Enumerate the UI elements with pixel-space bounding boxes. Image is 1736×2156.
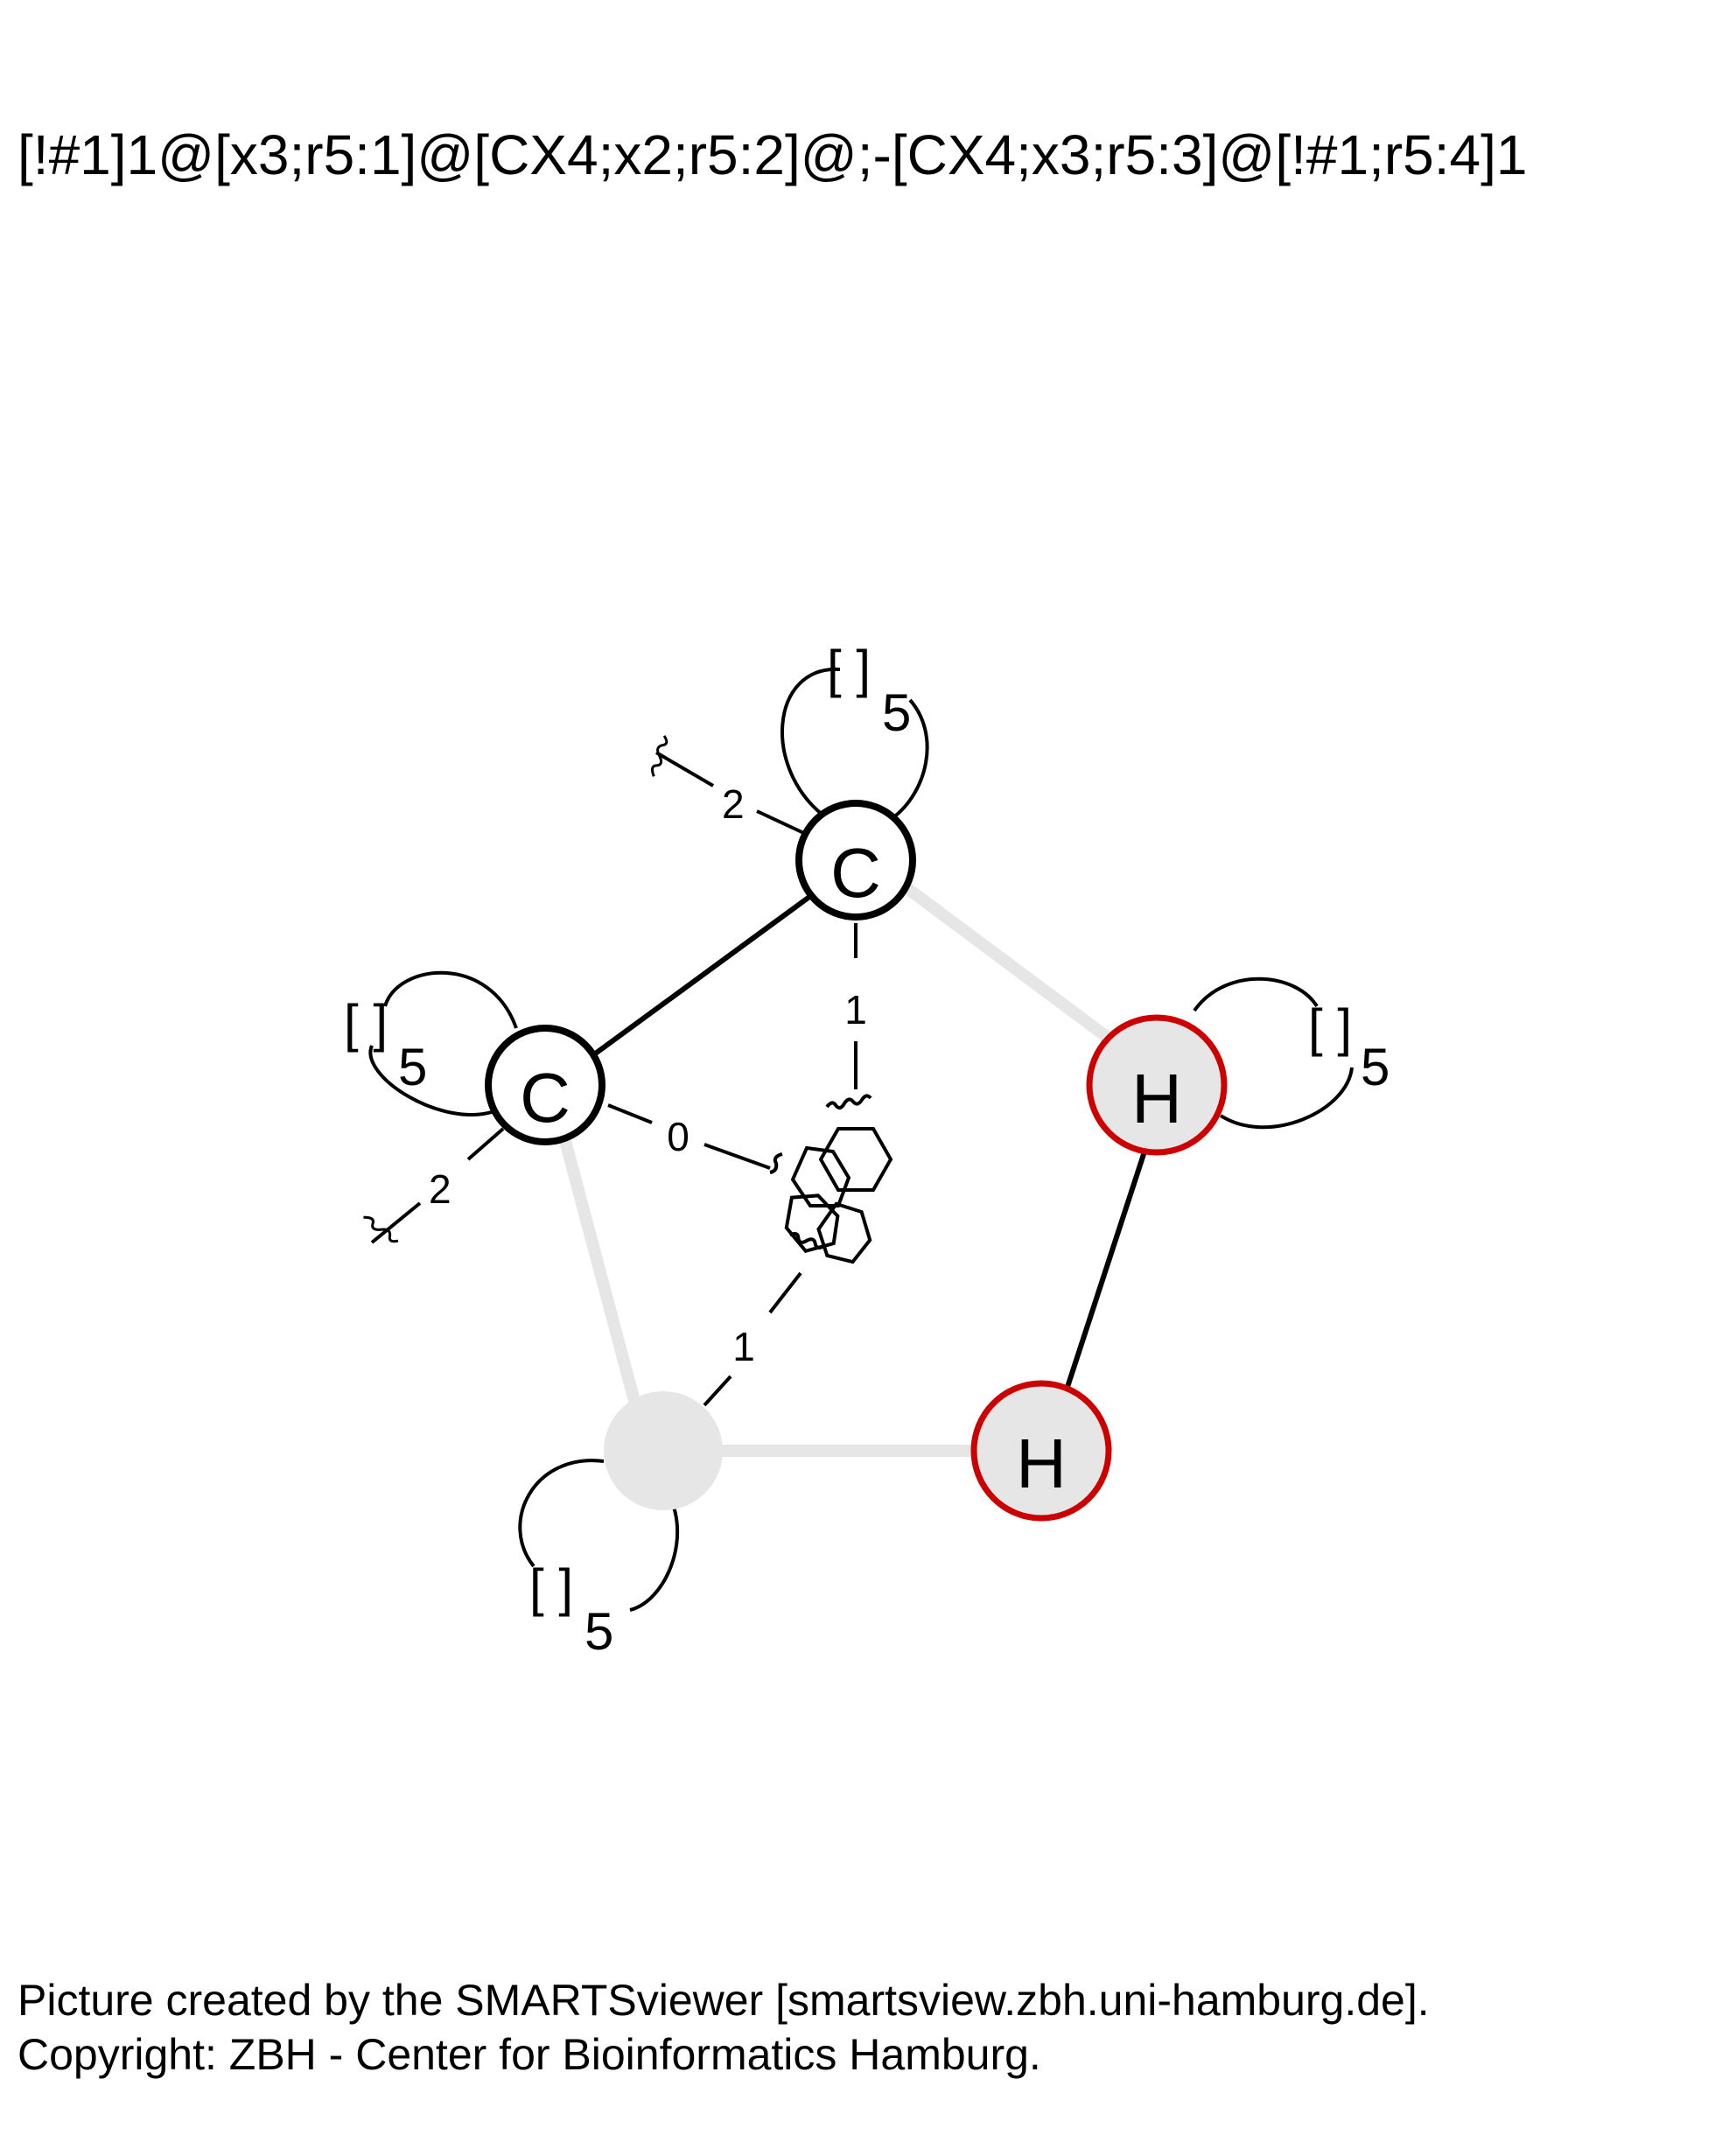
wavy-end-icon <box>769 1152 783 1174</box>
ring-loop-any-atom <box>518 1459 680 1612</box>
substituent-bond-c-left-b <box>370 1201 422 1244</box>
junction-bond-any-atom-a <box>703 1375 732 1407</box>
junction-bond-any-atom-b <box>768 1271 802 1314</box>
atom-c-top-label: C <box>830 834 881 912</box>
atom-c-left <box>485 1025 606 1145</box>
ring-size-c-left: 5 <box>398 1038 427 1096</box>
smarts-pattern: [!#1]1@[x3;r5:1]@[CX4;x2;r5:2]@;-[CX4;x3… <box>18 123 1528 186</box>
junction-label-any-atom: 1 <box>732 1324 755 1369</box>
junction-bond-c-left-b <box>704 1143 771 1170</box>
ring-bond-c-left-any-atom <box>558 1136 645 1419</box>
footer-credit: Picture created by the SMARTSviewer [sma… <box>18 1976 1430 2025</box>
bond-c-top-c-left <box>589 894 811 1060</box>
ring-size-any-atom: 5 <box>584 1602 613 1661</box>
ring-loop-c-left <box>368 970 518 1116</box>
ring-text-h-right: [ ] <box>1308 998 1352 1057</box>
wavy-end-icon <box>650 735 668 777</box>
footer: Picture created by the SMARTSviewer [sma… <box>18 1973 1430 2082</box>
junction-bond-c-left-a <box>607 1103 653 1124</box>
atom-c-top <box>795 800 916 920</box>
atom-h-bottom <box>970 1380 1112 1522</box>
atom-h-right-label: H <box>1131 1060 1182 1138</box>
ring-text-any-atom: [ ] <box>529 1558 573 1617</box>
wavy-end-icon <box>825 1094 872 1110</box>
substituent-count-c-left: 2 <box>429 1166 452 1212</box>
wavy-end-icon <box>363 1215 399 1243</box>
atom-h-right <box>1086 1014 1228 1156</box>
atom-any <box>604 1391 723 1510</box>
ring-loop-c-top <box>780 667 929 820</box>
ring-bond-c-top-h-right <box>897 878 1129 1055</box>
atom-c-left-label: C <box>520 1059 570 1137</box>
ring-text-c-left: [ ] <box>344 994 388 1053</box>
substituent-bond-c-left-a <box>466 1127 505 1161</box>
ring-loop-h-right <box>1193 976 1354 1130</box>
ring-size-h-right: 5 <box>1361 1038 1390 1096</box>
ring-size-c-top: 5 <box>882 683 911 742</box>
substituent-bond-c-top-a <box>654 751 715 788</box>
atom-h-bottom-label: H <box>1016 1424 1067 1502</box>
substituent-bond-c-top-b <box>756 809 810 837</box>
ring-system-icon <box>769 1094 893 1264</box>
substituent-count-c-top: 2 <box>722 781 745 827</box>
ring-text-c-top: [ ] <box>827 640 871 698</box>
wavy-end-icon <box>788 1231 825 1250</box>
footer-copyright: Copyright: ZBH - Center for Bioinformati… <box>18 2030 1041 2079</box>
junction-label-c-left: 0 <box>667 1114 690 1159</box>
junction-label-c-top: 1 <box>844 987 867 1032</box>
bond-h-right-h-bottom <box>1065 1145 1149 1388</box>
